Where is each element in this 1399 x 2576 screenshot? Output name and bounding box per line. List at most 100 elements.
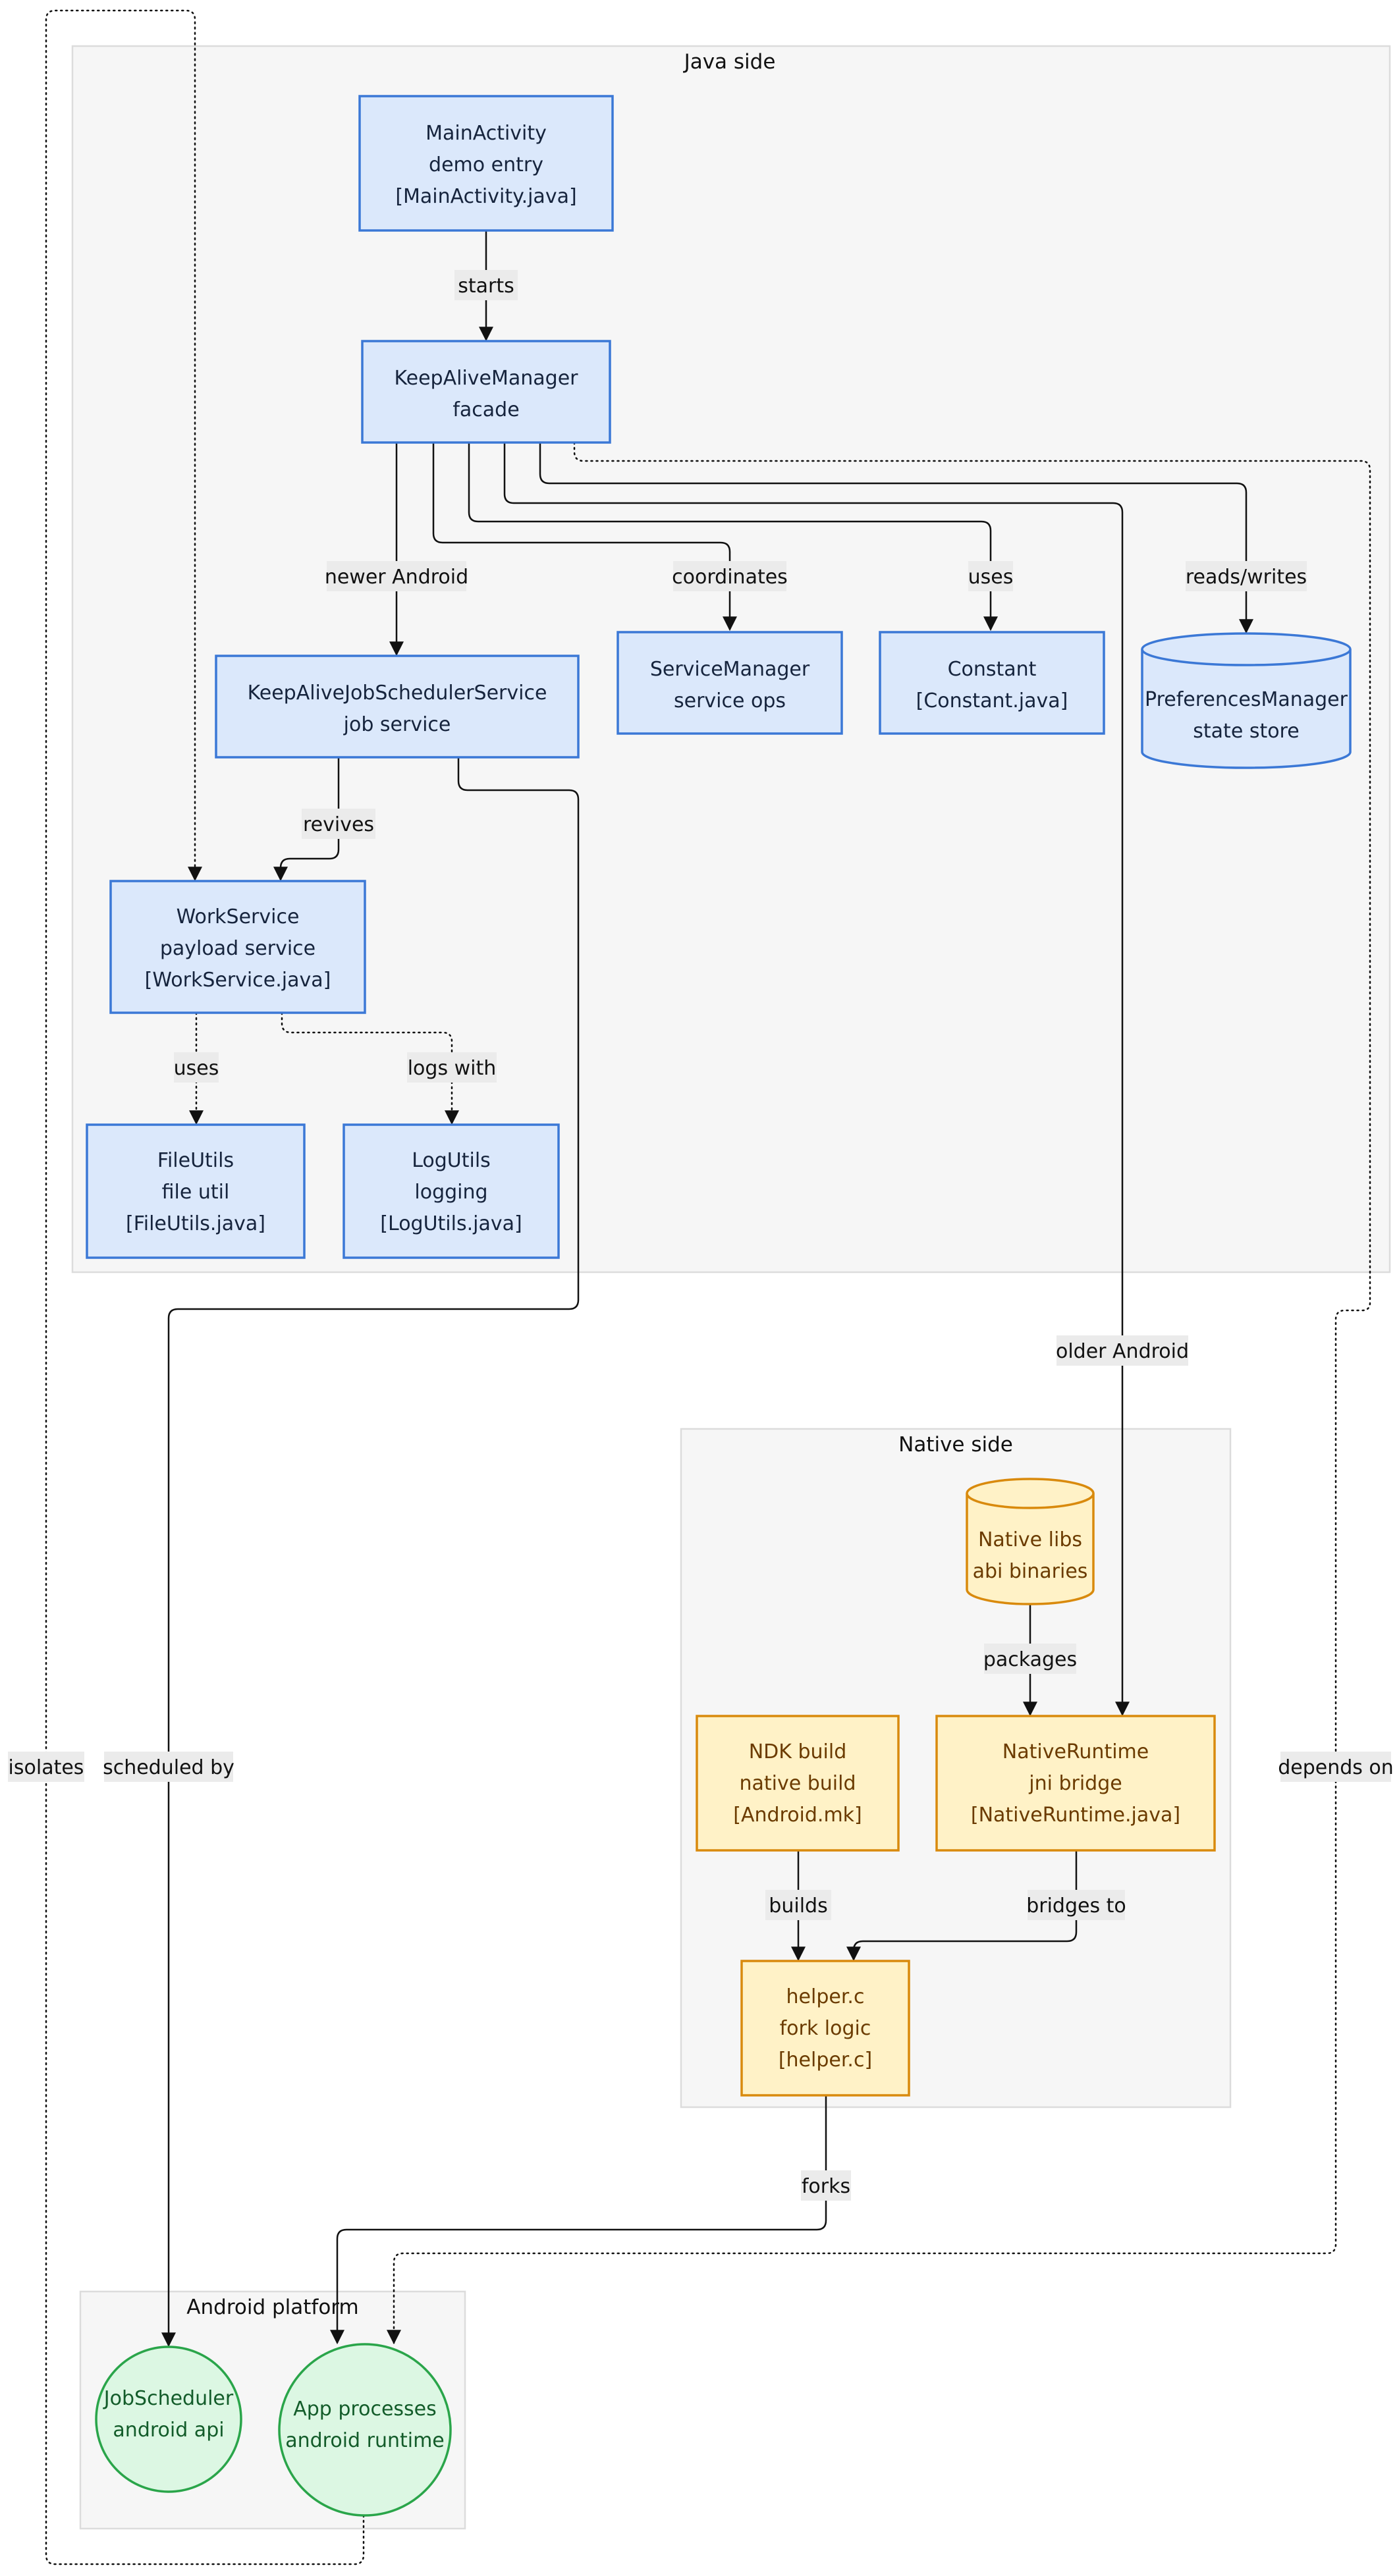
label-forks: forks <box>801 2170 851 2201</box>
svg-text:native build: native build <box>739 1772 856 1795</box>
node-preferences-manager[interactable]: PreferencesManager state store <box>1141 632 1352 769</box>
node-file-utils[interactable]: FileUtils file util [FileUtils.java] <box>86 1123 306 1259</box>
svg-text:NativeRuntime: NativeRuntime <box>1002 1740 1149 1763</box>
svg-text:job service: job service <box>343 713 451 736</box>
node-ndk-build[interactable]: NDK build native build [Android.mk] <box>696 1715 900 1852</box>
svg-text:KeepAliveManager: KeepAliveManager <box>394 367 578 390</box>
svg-text:[WorkService.java]: [WorkService.java] <box>145 969 331 992</box>
svg-text:[Constant.java]: [Constant.java] <box>916 689 1068 712</box>
svg-text:facade: facade <box>453 398 519 421</box>
label-revives: revives <box>302 809 375 839</box>
svg-text:[MainActivity.java]: [MainActivity.java] <box>395 185 576 208</box>
edge-labels: starts newer Android coordinates uses re… <box>8 270 1394 2201</box>
label-scheduled-by: scheduled by <box>103 1752 234 1782</box>
svg-text:[NativeRuntime.java]: [NativeRuntime.java] <box>971 1804 1180 1827</box>
node-constant[interactable]: Constant [Constant.java] <box>879 631 1105 735</box>
node-app-processes[interactable]: App processes android runtime <box>278 2343 452 2517</box>
svg-text:[FileUtils.java]: [FileUtils.java] <box>126 1212 265 1235</box>
node-keep-alive-manager[interactable]: KeepAliveManager facade <box>361 340 611 444</box>
label-starts: starts <box>454 270 518 300</box>
edge-uses-constant <box>468 443 998 631</box>
edge-revives <box>273 757 340 882</box>
label-packages: packages <box>983 1644 1077 1674</box>
svg-text:ServiceManager: ServiceManager <box>650 658 810 681</box>
edge-scheduled-by <box>161 757 580 2348</box>
svg-text:payload service: payload service <box>160 937 315 960</box>
svg-text:helper.c: helper.c <box>786 1985 865 2008</box>
svg-text:builds: builds <box>769 1894 827 1918</box>
svg-text:file util: file util <box>162 1181 230 1204</box>
svg-text:logging: logging <box>414 1181 487 1204</box>
label-coordinates: coordinates <box>672 561 788 591</box>
label-logs-with: logs with <box>407 1052 497 1083</box>
svg-text:state store: state store <box>1193 720 1299 743</box>
svg-text:KeepAliveJobSchedulerService: KeepAliveJobSchedulerService <box>248 682 547 705</box>
cluster-native-side-label: Native side <box>898 1433 1013 1457</box>
node-work-service[interactable]: WorkService payload service [WorkService… <box>109 880 366 1014</box>
svg-text:App processes: App processes <box>293 2398 437 2421</box>
node-job-scheduler[interactable]: JobScheduler android api <box>95 2346 242 2493</box>
edges <box>45 9 1371 2565</box>
svg-text:FileUtils: FileUtils <box>157 1149 234 1172</box>
node-native-libs[interactable]: Native libs abi binaries <box>966 1478 1095 1605</box>
edge-logs-with <box>281 1011 459 1125</box>
svg-text:[Android.mk]: [Android.mk] <box>733 1804 862 1827</box>
svg-text:MainActivity: MainActivity <box>425 122 547 145</box>
node-main-activity[interactable]: MainActivity demo entry [MainActivity.ja… <box>358 95 614 232</box>
node-log-utils[interactable]: LogUtils logging [LogUtils.java] <box>343 1123 560 1259</box>
svg-text:LogUtils: LogUtils <box>412 1149 491 1172</box>
svg-text:reads/writes: reads/writes <box>1186 566 1307 589</box>
label-reads-writes: reads/writes <box>1186 561 1307 591</box>
svg-text:[helper.c]: [helper.c] <box>779 2049 872 2072</box>
svg-text:JobScheduler: JobScheduler <box>103 2387 234 2410</box>
svg-text:PreferencesManager: PreferencesManager <box>1145 688 1348 711</box>
node-helper-c[interactable]: helper.c fork logic [helper.c] <box>740 1960 910 2097</box>
label-uses-constant: uses <box>968 561 1014 591</box>
svg-text:jni bridge: jni bridge <box>1028 1772 1122 1795</box>
label-uses-file: uses <box>174 1052 219 1083</box>
svg-text:bridges to: bridges to <box>1026 1894 1126 1918</box>
svg-text:android runtime: android runtime <box>285 2429 445 2452</box>
svg-text:scheduled by: scheduled by <box>103 1756 234 1779</box>
svg-text:isolates: isolates <box>9 1756 84 1779</box>
edge-isolates <box>45 9 365 2565</box>
cluster-android-platform-label: Android platform <box>186 2295 358 2319</box>
svg-text:forks: forks <box>802 2175 850 2198</box>
label-depends-on: depends on <box>1278 1752 1394 1782</box>
label-bridges-to: bridges to <box>1026 1890 1126 1920</box>
edge-reads-writes <box>539 443 1253 634</box>
node-native-runtime[interactable]: NativeRuntime jni bridge [NativeRuntime.… <box>935 1715 1216 1852</box>
svg-text:older Android: older Android <box>1056 1340 1189 1363</box>
svg-text:abi binaries: abi binaries <box>973 1560 1088 1583</box>
edge-older-android <box>503 443 1130 1717</box>
svg-text:android api: android api <box>113 2419 224 2442</box>
edge-depends-on <box>387 441 1371 2345</box>
label-builds: builds <box>765 1890 831 1920</box>
svg-text:revives: revives <box>303 813 374 836</box>
svg-text:Native libs: Native libs <box>978 1528 1082 1551</box>
label-newer-android: newer Android <box>325 561 468 591</box>
svg-text:WorkService: WorkService <box>177 905 300 928</box>
svg-text:NDK build: NDK build <box>749 1740 847 1763</box>
svg-text:fork logic: fork logic <box>780 2017 871 2040</box>
cluster-java-side-label: Java side <box>683 50 776 74</box>
svg-text:uses: uses <box>174 1057 219 1080</box>
node-job-scheduler-service[interactable]: KeepAliveJobSchedulerService job service <box>215 655 580 759</box>
svg-text:service ops: service ops <box>674 689 786 712</box>
svg-text:uses: uses <box>968 566 1014 589</box>
svg-text:coordinates: coordinates <box>672 566 788 589</box>
svg-text:packages: packages <box>983 1648 1077 1671</box>
svg-text:Constant: Constant <box>948 658 1037 681</box>
svg-text:logs with: logs with <box>408 1057 497 1080</box>
svg-text:starts: starts <box>458 275 514 298</box>
svg-text:depends on: depends on <box>1278 1756 1394 1779</box>
node-service-manager[interactable]: ServiceManager service ops <box>617 631 843 735</box>
svg-text:[LogUtils.java]: [LogUtils.java] <box>380 1212 522 1235</box>
svg-text:demo entry: demo entry <box>429 153 543 176</box>
label-older-android: older Android <box>1056 1335 1189 1366</box>
label-isolates: isolates <box>8 1752 84 1782</box>
edge-forks <box>330 2095 827 2345</box>
edge-bridges-to <box>846 1850 1078 1962</box>
svg-text:newer Android: newer Android <box>325 566 468 589</box>
